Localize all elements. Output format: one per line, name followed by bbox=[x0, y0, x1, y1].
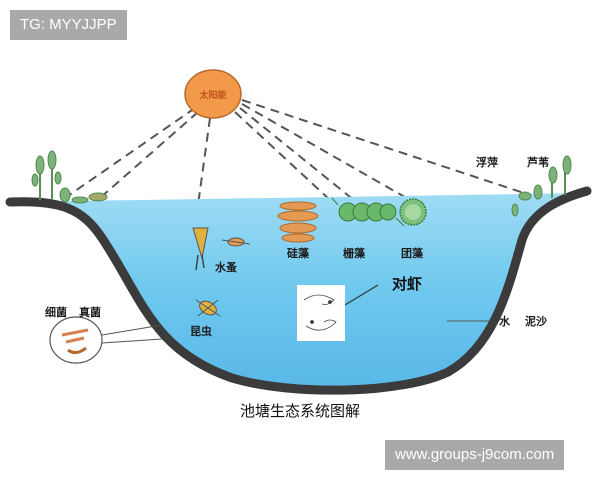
label-bacteria: 细菌 bbox=[45, 306, 67, 319]
left-reeds bbox=[31, 150, 108, 204]
insect-icon bbox=[195, 299, 221, 317]
filamentous-algae-icon bbox=[331, 197, 405, 227]
shrimp-icon bbox=[297, 285, 345, 341]
label-floating-plant: 浮萍 bbox=[476, 156, 498, 169]
sun-label: 太阳能 bbox=[199, 91, 227, 101]
label-water: 水 bbox=[499, 315, 510, 328]
water-flea-icon bbox=[221, 237, 251, 247]
right-reeds bbox=[511, 155, 572, 217]
label-filamentous-algae: 栅藻 bbox=[343, 247, 365, 260]
label-water-flea: 水蚤 bbox=[215, 261, 237, 274]
pond-bank bbox=[5, 186, 592, 395]
label-fungi: 真菌 bbox=[79, 306, 101, 319]
sun-rays bbox=[64, 99, 531, 206]
watermark-bottom: www.groups-j9com.com bbox=[385, 440, 565, 470]
label-diatom: 硅藻 bbox=[287, 247, 309, 260]
larva-icon bbox=[192, 227, 209, 271]
diagram-caption: 池塘生态系统图解 bbox=[239, 402, 360, 420]
label-colonial-algae: 团藻 bbox=[401, 247, 423, 260]
diatom-icon bbox=[277, 201, 319, 243]
label-sediment: 泥沙 bbox=[525, 315, 547, 328]
label-reed: 芦苇 bbox=[527, 156, 549, 169]
sun-icon bbox=[184, 69, 242, 119]
colonial-algae-icon bbox=[399, 198, 427, 226]
bacteria-fungi-icon bbox=[49, 316, 163, 364]
label-insect: 昆虫 bbox=[190, 325, 212, 338]
label-shrimp: 对虾 bbox=[392, 275, 423, 293]
watermark-top: TG: MYYJJPP bbox=[10, 10, 127, 40]
